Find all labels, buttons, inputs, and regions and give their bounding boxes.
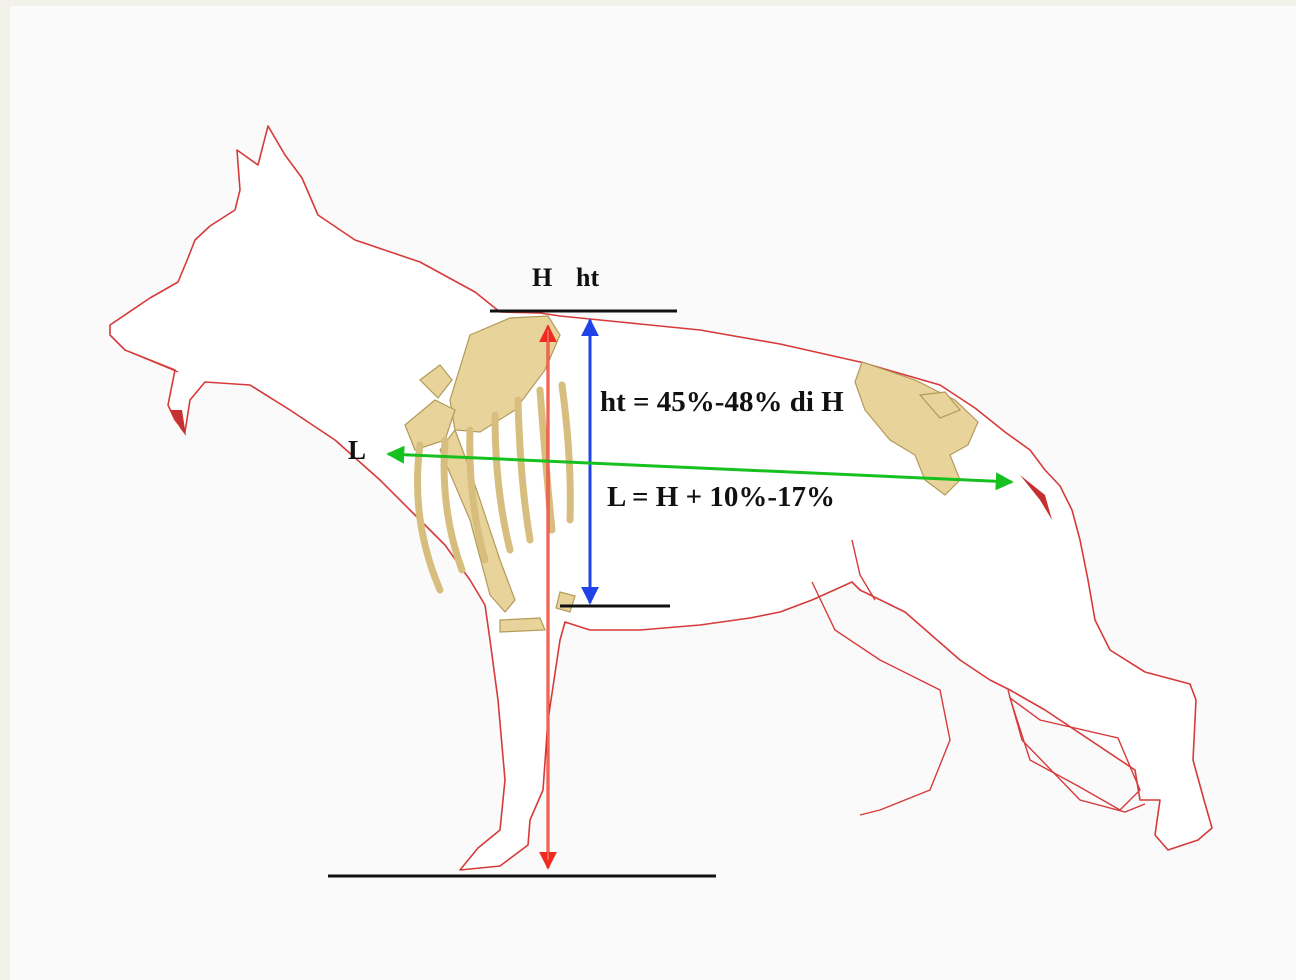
label-L: L bbox=[348, 435, 366, 465]
length-L-arrow bbox=[386, 445, 1014, 491]
dog-proportions-diagram: H ht L ht = 45%-48% di H L = H + 10%-17% bbox=[109, 125, 1213, 878]
formula-ht: ht = 45%-48% di H bbox=[600, 386, 844, 418]
dog-silhouette-icon bbox=[109, 125, 1213, 871]
formula-L: L = H + 10%-17% bbox=[607, 481, 835, 513]
label-H: H bbox=[532, 263, 552, 292]
diagram-canvas: H ht L ht = 45%-48% di H L = H + 10%-17% bbox=[10, 6, 1296, 980]
label-ht: ht bbox=[576, 263, 599, 292]
